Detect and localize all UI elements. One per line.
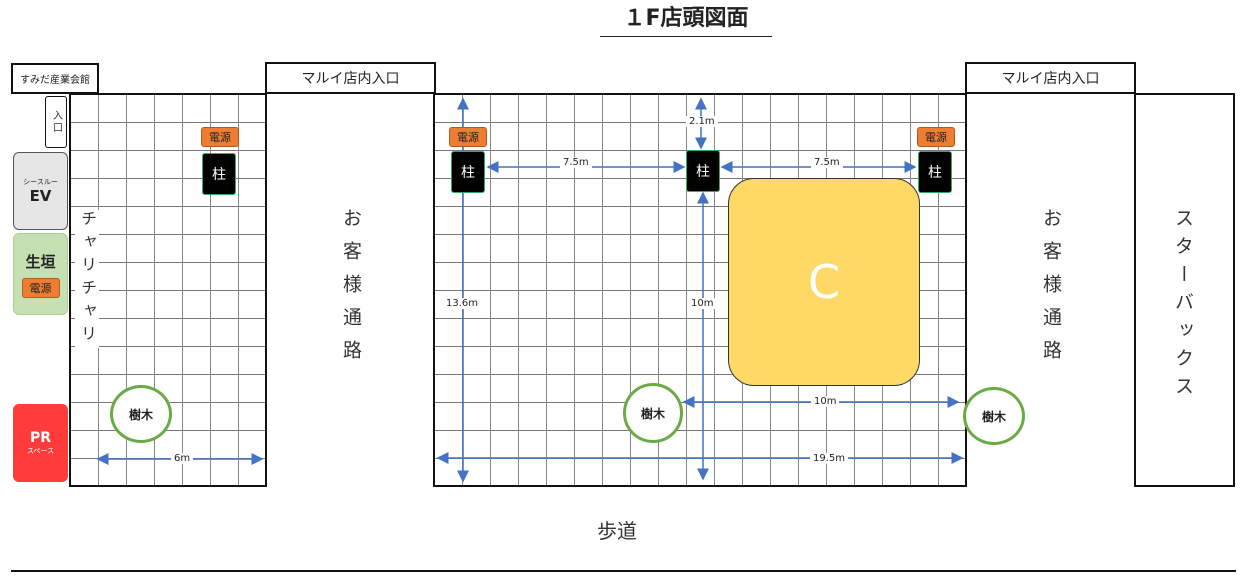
power-outlet-center-left: 電源	[449, 127, 487, 147]
power-outlet-left-area: 電源	[201, 127, 239, 147]
power-text: 電源	[457, 131, 479, 144]
pillar-text: 柱	[212, 167, 226, 183]
see-through-text: シースルー	[23, 178, 58, 186]
pr-space-tile: PR スペース	[13, 404, 68, 482]
marui-entrance-left: マルイ店内入口	[265, 62, 436, 94]
tree-left-area: 樹木	[110, 385, 172, 443]
dim-2-1m: 2.1m	[686, 116, 718, 127]
booth-c: C	[728, 178, 920, 386]
dim-10m-horizontal: 10m	[811, 396, 840, 407]
pillar-center-middle: 柱	[686, 150, 720, 192]
power-text: 電源	[925, 131, 947, 144]
sidewalk-text: 歩道	[597, 519, 637, 543]
hedge-text: 生垣	[25, 252, 56, 271]
pr-text: PR	[29, 430, 52, 446]
power-outlet-hedge: 電源	[21, 277, 60, 298]
tree-right: 樹木	[963, 387, 1025, 445]
tree-text: 樹木	[640, 406, 665, 421]
booth-c-text: C	[807, 255, 841, 309]
marui-entrance-right: マルイ店内入口	[965, 62, 1136, 94]
ev-text: EV	[29, 187, 52, 205]
pillar-text: 柱	[696, 164, 710, 180]
sumida-text: すみだ産業会館	[20, 75, 90, 86]
dim-13-6m: 13.6m	[443, 298, 482, 309]
marui-entrance-right-text: マルイ店内入口	[1001, 71, 1100, 87]
marui-entrance-left-text: マルイ店内入口	[301, 71, 400, 87]
pr-space-text: スペース	[26, 447, 55, 455]
power-outlet-center-right: 電源	[917, 127, 955, 147]
starbucks-text: スターバックス	[1172, 208, 1194, 404]
sumida-label: すみだ産業会館	[11, 63, 99, 94]
customer-aisle-right-text: お客様通路	[1040, 208, 1062, 373]
tree-center: 樹木	[623, 383, 683, 443]
pillar-text: 柱	[461, 165, 475, 181]
tree-text: 樹木	[128, 407, 153, 422]
small-entrance-text: 入口	[50, 110, 62, 134]
dim-19-5m: 19.5m	[810, 453, 849, 464]
power-text: 電源	[29, 281, 52, 295]
customer-aisle-left-text: お客様通路	[340, 208, 362, 373]
pillar-center-right: 柱	[918, 151, 952, 193]
pillar-left-area: 柱	[202, 153, 236, 195]
elevator-tile: シースルー EV	[13, 152, 68, 230]
page-title: １F店頭図面	[600, 4, 772, 37]
dim-6m: 6m	[171, 453, 194, 464]
bicycle-text: チャリチャリ	[75, 210, 99, 348]
dim-7-5m-left: 7.5m	[560, 157, 592, 168]
starbucks-area	[1134, 93, 1235, 487]
small-entrance: 入口	[45, 96, 67, 148]
pillar-center-left: 柱	[451, 151, 485, 193]
dim-10m-vertical: 10m	[688, 298, 717, 309]
hedge-tile: 生垣 電源	[13, 233, 68, 315]
pillar-text: 柱	[928, 165, 942, 181]
tree-text: 樹木	[981, 409, 1006, 424]
dim-7-5m-right: 7.5m	[811, 157, 843, 168]
power-text: 電源	[209, 131, 231, 144]
